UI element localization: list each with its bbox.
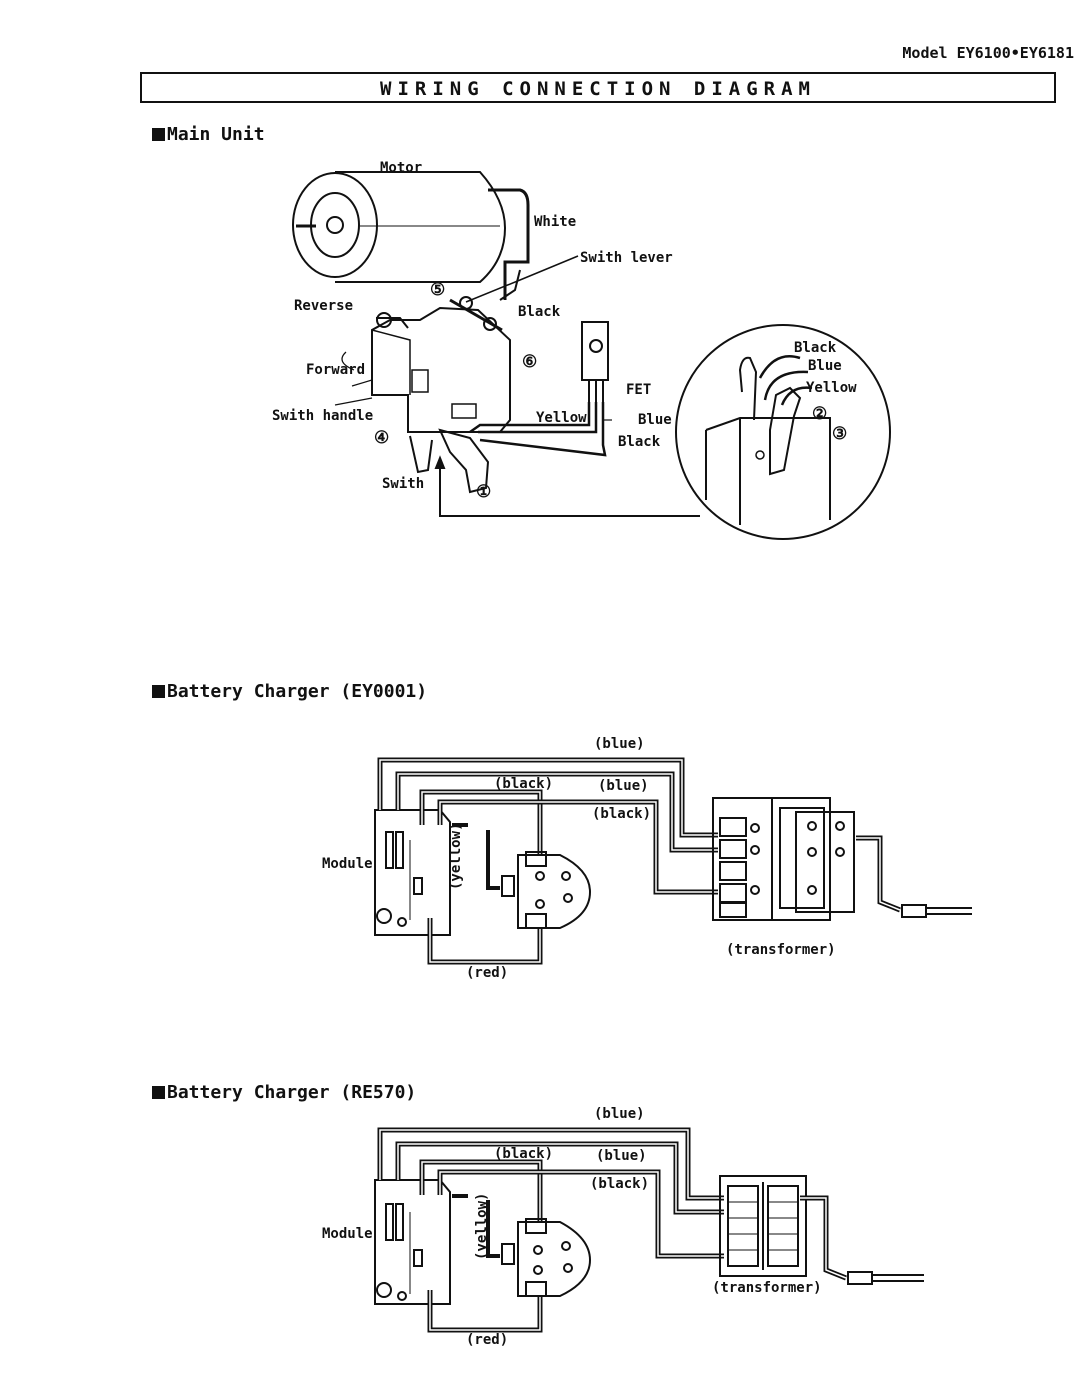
ey0001-wire-black-upper-label: (black)	[494, 776, 554, 792]
re570-wire-yellow-label: (yellow)	[474, 1192, 490, 1260]
terminal-4-label: ④	[374, 428, 390, 448]
trigger	[409, 435, 433, 474]
charger-re570-heading: Battery Charger (RE570)	[152, 1082, 416, 1103]
battery-holder	[517, 854, 592, 929]
re570-wire-red-label: (red)	[466, 1332, 509, 1348]
ey0001-wire-black-lower-label: (black)	[592, 806, 652, 822]
terminal-6-label: ⑥	[522, 352, 538, 372]
terminal-5-label: ⑤	[430, 280, 446, 300]
bullet-square-icon	[152, 1086, 165, 1099]
power-plug-icon	[847, 1271, 873, 1285]
ey0001-wire-blue-mid-label: (blue)	[598, 778, 649, 794]
fet-label: FET	[626, 382, 652, 398]
battery-holder	[517, 1221, 592, 1297]
detail-circle	[675, 324, 891, 540]
reverse-label: Reverse	[294, 298, 354, 314]
switch-handle-label: Swith handle	[272, 408, 374, 424]
switch-terminal	[438, 428, 490, 494]
re570-wire-blue-top-label: (blue)	[594, 1106, 645, 1122]
switch-housing	[371, 306, 511, 433]
motor-body	[335, 171, 507, 283]
terminal-2-label: ②	[812, 404, 828, 424]
module-board	[374, 1179, 451, 1305]
motor-label: Motor	[380, 160, 423, 176]
re570-transformer-label: (transformer)	[712, 1280, 822, 1296]
re570-wire-blue-mid-label: (blue)	[596, 1148, 647, 1164]
charger-ey0001-heading: Battery Charger (EY0001)	[152, 681, 427, 702]
bullet-square-icon	[152, 128, 165, 141]
black-wire-label: Black	[518, 304, 561, 320]
title-box: WIRING CONNECTION DIAGRAM	[140, 72, 1056, 103]
blue-wire-label: Blue	[638, 412, 672, 428]
ey0001-wire-red-label: (red)	[466, 965, 509, 981]
bullet-square-icon	[152, 685, 165, 698]
module-board	[374, 809, 451, 936]
ey0001-module-label: Module	[322, 856, 373, 872]
switch-label: Swith	[382, 476, 425, 492]
black-wire-label-2: Black	[618, 434, 661, 450]
detail-blue-label: Blue	[808, 358, 842, 374]
white-wire-label: White	[534, 214, 577, 230]
ey0001-transformer-label: (transformer)	[726, 942, 836, 958]
re570-wire-black-lower-label: (black)	[590, 1176, 650, 1192]
main-unit-heading: Main Unit	[152, 124, 265, 145]
detail-black-label: Black	[794, 340, 837, 356]
ey0001-wire-blue-top-label: (blue)	[594, 736, 645, 752]
model-number: Model EY6100•EY6181	[902, 44, 1074, 62]
terminal-3-label: ③	[832, 424, 848, 444]
re570-wire-black-upper-label: (black)	[494, 1146, 554, 1162]
power-plug-icon	[901, 904, 927, 918]
forward-label: Forward	[306, 362, 366, 378]
transformer	[719, 1175, 807, 1277]
terminal-1-label: ①	[476, 482, 492, 502]
page-title: WIRING CONNECTION DIAGRAM	[380, 78, 816, 100]
re570-module-label: Module	[322, 1226, 373, 1242]
switch-lever-label: Swith lever	[580, 250, 673, 266]
detail-yellow-label: Yellow	[806, 380, 857, 396]
yellow-wire-label: Yellow	[536, 410, 587, 426]
